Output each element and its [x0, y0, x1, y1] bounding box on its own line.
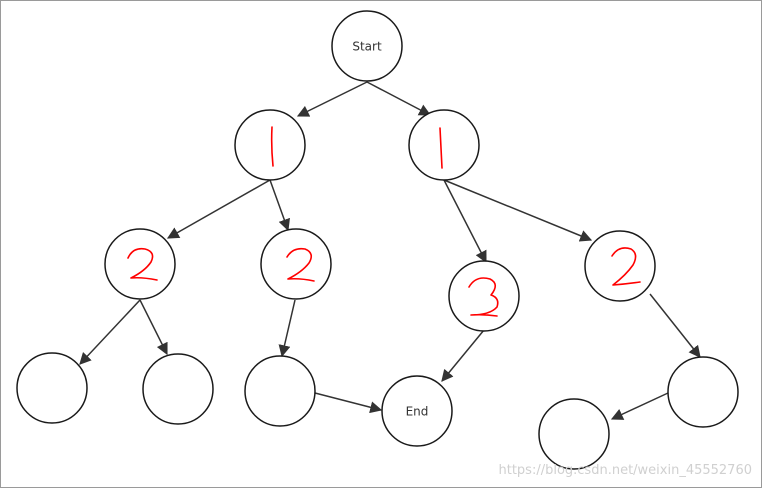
edge-right1-to-2d	[443, 179, 593, 242]
handwritten-2-mark	[286, 247, 315, 282]
start-label: Start	[352, 40, 382, 54]
edge-start-to-left-1	[296, 81, 368, 117]
leaf-node-b	[142, 353, 214, 425]
edge-left1-to-2b	[269, 179, 290, 232]
watermark-text: https://blog.csdn.net/weixin_45552760	[498, 463, 752, 478]
handwritten-1-mark	[270, 126, 274, 167]
leaf-node-c	[244, 355, 316, 427]
edges	[79, 81, 701, 420]
handwritten-2-mark	[468, 277, 499, 317]
edge-right1-to-2c	[443, 179, 487, 264]
start-node: Start	[331, 10, 403, 82]
end-node: End	[381, 375, 453, 447]
edge-left1-to-2a	[166, 179, 271, 239]
level2-node-b	[260, 228, 332, 300]
handwritten-1-mark	[439, 127, 443, 169]
leaf-node-f	[538, 398, 610, 470]
handwritten-2-mark	[127, 247, 158, 281]
edge-2a-to-leaf-b	[139, 299, 168, 356]
level1-right-node	[408, 109, 480, 181]
leaf-node-e	[667, 356, 739, 428]
end-label: End	[406, 405, 429, 419]
handwritten-2-mark	[611, 247, 641, 286]
edge-leaf-c-to-end	[314, 392, 383, 414]
level1-left-node	[234, 109, 306, 181]
leaf-node-a	[16, 352, 88, 424]
edge-start-to-right-1	[366, 81, 432, 116]
level2-node-a	[104, 228, 176, 300]
edge-leaf-e-to-leaf-f	[610, 392, 669, 420]
level2-node-d	[584, 230, 656, 302]
level2-node-c	[448, 260, 520, 332]
edge-2c-to-end	[441, 329, 485, 382]
edge-2a-to-leaf-a	[79, 299, 141, 365]
edge-2b-to-leaf-c	[278, 299, 296, 358]
edge-2d-to-leaf-e	[649, 293, 701, 358]
